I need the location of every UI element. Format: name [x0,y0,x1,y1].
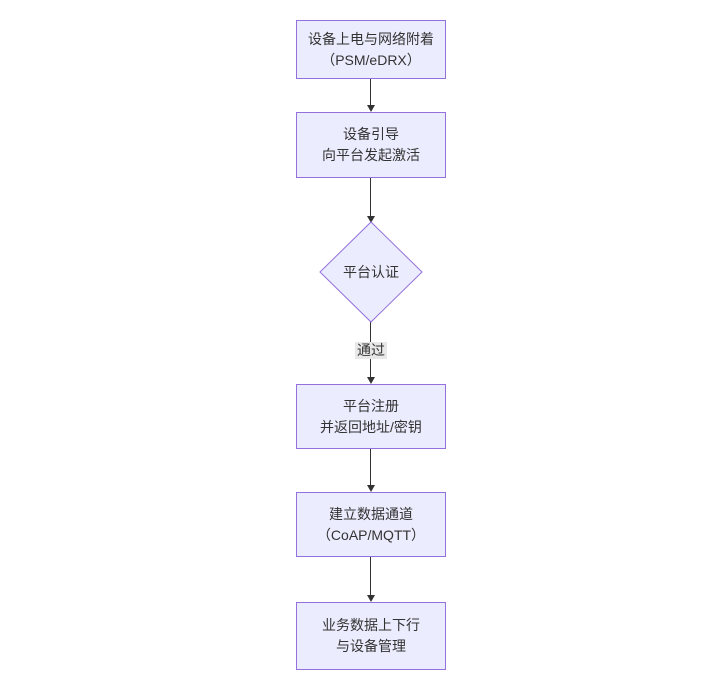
node-text-line: 建立数据通道 [329,505,413,522]
node-text-line: 设备引导 [343,126,399,142]
node-text-line: 向平台发起激活 [322,147,420,163]
node-text-line: 平台注册 [343,397,399,414]
node-text-line: （PSM/eDRX） [321,51,421,68]
node-data-channel: 建立数据通道 （CoAP/MQTT） [296,492,446,557]
node-business-data-mgmt: 业务数据上下行 与设备管理 [296,602,446,670]
edge-label-pass: 通过 [355,342,387,359]
node-text-line: 与设备管理 [336,638,406,654]
node-platform-register: 平台注册 并返回地址/密钥 [296,384,446,449]
decision-platform-auth: 平台认证 [319,221,423,323]
node-text-line: 并返回地址/密钥 [320,418,422,435]
node-bootstrap-activate: 设备引导 向平台发起激活 [296,112,446,178]
decision-label: 平台认证 [343,264,399,280]
arrow-register-to-channel [366,449,375,492]
arrow-power-to-bootstrap [366,79,375,112]
node-text-line: 业务数据上下行 [322,617,420,633]
node-text-line: （CoAP/MQTT） [316,526,426,543]
node-text-line: 设备上电与网络附着 [308,30,434,47]
arrow-bootstrap-to-auth [366,178,375,223]
arrow-channel-to-business [366,557,375,602]
node-power-on-attach: 设备上电与网络附着 （PSM/eDRX） [296,20,446,79]
diamond-shape-icon [319,221,423,323]
